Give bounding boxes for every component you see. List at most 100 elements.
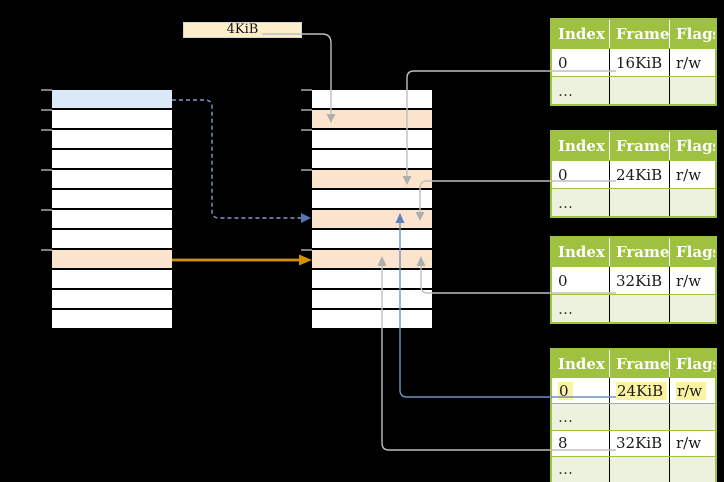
frame-table-row: … bbox=[552, 455, 715, 482]
frame-table-cell-text: … bbox=[558, 193, 573, 212]
frame-table-cell: 8 bbox=[552, 431, 609, 456]
frame-table-cell: r/w bbox=[669, 378, 715, 404]
frame-table-cell: 16KiB bbox=[609, 49, 669, 76]
frame-table-16kib: IndexFrameFlags 0 16KiBr/w … bbox=[550, 18, 717, 106]
address-tick bbox=[301, 169, 312, 171]
address-tick bbox=[301, 89, 312, 91]
frame-table-header-cell: Frame bbox=[609, 238, 669, 266]
level2-entry-6 bbox=[52, 210, 172, 230]
level2-entry-9 bbox=[52, 270, 172, 290]
frame-table-header-cell: Index bbox=[558, 137, 605, 155]
frame-table-row: … bbox=[552, 188, 715, 216]
frame-table-cell bbox=[609, 189, 669, 216]
address-tick bbox=[41, 129, 52, 131]
frame-table-cell-text: r/w bbox=[676, 165, 702, 184]
level1-entry-7 bbox=[312, 230, 432, 250]
frame-table-cell: 0 bbox=[552, 161, 609, 188]
frame-table-cell-text: r/w bbox=[676, 434, 702, 453]
frame-table-cell: 32KiB bbox=[609, 267, 669, 294]
level1-entry-11 bbox=[312, 310, 432, 330]
frame-table-cell-text: 32KiB bbox=[616, 271, 663, 290]
frame-table-cell: 0 bbox=[552, 378, 609, 403]
frame-table-cell-text: 0 bbox=[558, 271, 568, 290]
level2-entry-11 bbox=[52, 310, 172, 330]
frame-table-cell-text: 0 bbox=[558, 53, 568, 72]
address-tick bbox=[41, 89, 52, 91]
frame-table-header-cell: Index bbox=[558, 25, 605, 43]
address-tick bbox=[301, 129, 312, 131]
frame-table-header-cell: Flags bbox=[669, 350, 715, 377]
frame-table-header-row: IndexFrameFlags bbox=[552, 238, 715, 266]
frame-table-cell-text: 24KiB bbox=[616, 381, 668, 400]
level1-entry-0 bbox=[312, 90, 432, 110]
frame-table-cell bbox=[609, 295, 669, 322]
frame-table-header-row: IndexFrameFlags bbox=[552, 20, 715, 48]
level2-page-table bbox=[41, 89, 172, 330]
frame-table-cell: 24KiB bbox=[609, 378, 669, 404]
frame-table-24kib: IndexFrameFlags 0 24KiB r/w … bbox=[550, 130, 717, 218]
frame-table-header-row: IndexFrameFlags bbox=[552, 350, 715, 377]
level1-entry-5 bbox=[312, 190, 432, 210]
frame-table-header-cell: Frame bbox=[609, 132, 669, 160]
frame-table-cell-text: … bbox=[558, 299, 573, 318]
level1-entry-4 bbox=[312, 170, 432, 190]
frame-table-cell-text: … bbox=[558, 81, 573, 100]
frame-table-cell-text: 0 bbox=[558, 165, 568, 184]
frame-table-cell: … bbox=[552, 189, 609, 216]
frame-table-row: 0 24KiB r/w bbox=[552, 160, 715, 188]
frame-table-header-cell: Flags bbox=[669, 132, 715, 160]
level1-entry-2 bbox=[312, 130, 432, 150]
frame-table-cell bbox=[669, 77, 715, 104]
level1-entry-1 bbox=[312, 110, 432, 130]
frame-table-cell-text: 0 bbox=[558, 381, 573, 400]
frame-table-cell: r/w bbox=[669, 161, 715, 188]
frame-table-cell: r/w bbox=[669, 49, 715, 76]
frame-table-row: … bbox=[552, 294, 715, 322]
level1-entry-10 bbox=[312, 290, 432, 310]
frame-table-cell bbox=[669, 295, 715, 322]
frame-table-cell bbox=[669, 404, 715, 430]
page-size-label: 4KiB bbox=[183, 22, 302, 38]
frame-table-cell-text: 32KiB bbox=[616, 434, 663, 453]
frame-table-cell-text: 8 bbox=[558, 434, 568, 453]
frame-table-cell: 0 bbox=[552, 49, 609, 76]
level2-entry-8 bbox=[52, 250, 172, 270]
frame-table-cell-text: 24KiB bbox=[616, 165, 663, 184]
frame-table-cell-text: … bbox=[558, 407, 573, 426]
level2-entry-0 bbox=[52, 90, 172, 110]
frame-table-row: … bbox=[552, 403, 715, 430]
frame-table-header-cell: Index bbox=[558, 243, 605, 261]
frame-table-highlighted: IndexFrameFlags 0 24KiB r/w … 8 32KiB r/w … bbox=[550, 348, 717, 482]
frame-table-cell-text: r/w bbox=[676, 381, 707, 400]
frame-table-header-cell: Frame bbox=[609, 350, 669, 377]
frame-table-cell bbox=[609, 77, 669, 104]
address-tick bbox=[41, 169, 52, 171]
frame-table-row: 0 24KiB r/w bbox=[552, 377, 715, 404]
level2-entry-1 bbox=[52, 110, 172, 130]
level2-entry-10 bbox=[52, 290, 172, 310]
level2-entry-5 bbox=[52, 190, 172, 210]
level1-entry-3 bbox=[312, 150, 432, 170]
frame-table-cell: 0 bbox=[552, 267, 609, 294]
frame-table-cell bbox=[609, 456, 669, 482]
frame-table-header-cell: Frame bbox=[609, 20, 669, 48]
arrow-l2-to-l1-dashed-icon bbox=[172, 99, 311, 223]
level2-entry-7 bbox=[52, 230, 172, 250]
level2-entry-4 bbox=[52, 170, 172, 190]
frame-table-row: … bbox=[552, 76, 715, 104]
address-tick bbox=[41, 209, 52, 211]
frame-table-cell: r/w bbox=[669, 430, 715, 456]
frame-table-header-cell: Flags bbox=[669, 20, 715, 48]
address-tick bbox=[41, 249, 52, 251]
frame-table-cell: … bbox=[552, 457, 609, 482]
frame-table-header-cell: Flags bbox=[669, 238, 715, 266]
frame-table-cell-text: … bbox=[558, 460, 573, 479]
frame-table-cell: … bbox=[552, 404, 609, 429]
frame-table-cell bbox=[609, 404, 669, 430]
level2-entry-3 bbox=[52, 150, 172, 170]
frame-table-cell: 32KiB bbox=[609, 430, 669, 456]
frame-table-cell: … bbox=[552, 77, 609, 104]
